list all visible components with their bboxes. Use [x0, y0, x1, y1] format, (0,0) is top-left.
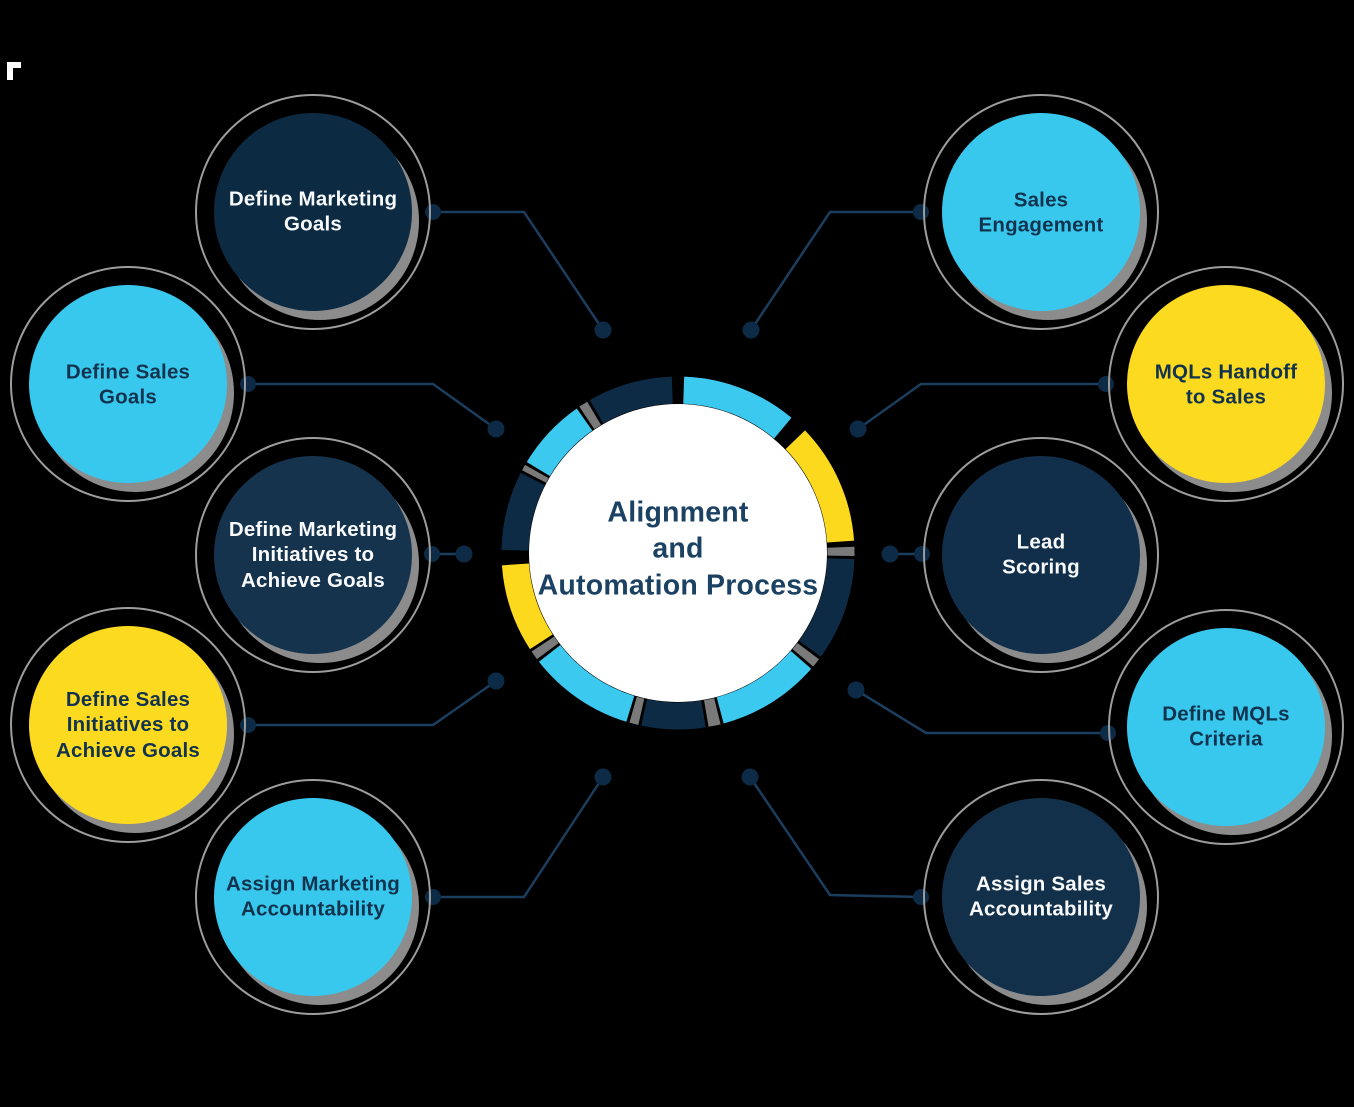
connector-end-dot — [742, 321, 760, 339]
connector-edge-dot — [1100, 725, 1116, 741]
ring-separator — [629, 696, 645, 725]
node-circle — [1127, 628, 1325, 826]
node-lead-scoring — [923, 437, 1159, 673]
connector-assign-sales-accountability — [741, 768, 929, 905]
connector-edge-dot — [240, 376, 256, 392]
ring-segment-8-navy — [501, 472, 545, 551]
node-circle — [214, 113, 412, 311]
node-outline-ring — [10, 266, 246, 502]
connector-end-dot — [487, 672, 505, 690]
connector-end-dot — [881, 545, 899, 563]
ring-segment-1-cyan — [682, 376, 792, 439]
connector-edge-dot — [424, 546, 440, 562]
ring-segment-9-cyan — [526, 408, 593, 477]
connector-end-dot — [594, 321, 612, 339]
node-label-define-marketing-initiatives: Define Marketing Initiatives to Achieve … — [228, 517, 398, 592]
node-define-marketing-goals — [195, 94, 431, 330]
node-outline-ring — [1108, 609, 1344, 845]
connector-define-sales-goals — [240, 376, 505, 438]
node-circle — [29, 626, 227, 824]
connector-line — [248, 679, 497, 727]
connector-line — [855, 688, 1108, 735]
connector-end-dot — [487, 420, 505, 438]
connector-edge-dot — [425, 204, 441, 220]
ring-segment-7-yellow — [501, 563, 553, 650]
connector-end-dot — [594, 768, 612, 786]
node-label-lead-scoring: Lead Scoring — [1002, 530, 1080, 579]
ring-separator — [579, 401, 602, 430]
connector-edge-dot — [425, 889, 441, 905]
node-circle — [214, 456, 412, 654]
node-circle — [942, 113, 1140, 311]
node-label-mqls-handoff-to-sales: MQLs Handoff to Sales — [1154, 360, 1298, 409]
node-outline-ring — [923, 437, 1159, 673]
connector-end-dot — [455, 545, 473, 563]
node-define-mqls-criteria — [1108, 609, 1344, 845]
ring-separator — [522, 464, 549, 483]
node-outline-ring — [923, 94, 1159, 330]
node-circle — [29, 285, 227, 483]
node-circle — [942, 798, 1140, 996]
node-circle — [942, 456, 1140, 654]
center-title: Alignment and Automation Process — [537, 496, 819, 602]
connector-line — [748, 776, 922, 899]
node-outline-ring — [195, 779, 431, 1015]
connector-lead-scoring — [881, 545, 930, 563]
connector-edge-dot — [913, 889, 929, 905]
ring-separator — [531, 636, 559, 660]
node-define-marketing-initiatives — [195, 437, 431, 673]
node-label-define-sales-goals: Define Sales Goals — [65, 360, 191, 409]
node-define-sales-initiatives — [10, 607, 246, 843]
ring-separator — [703, 698, 721, 727]
ring-segment-3-navy — [798, 557, 855, 657]
screenshot-artifact — [7, 62, 21, 80]
ring-segment-2-yellow — [785, 430, 855, 543]
ring-segment-5-navy — [641, 699, 706, 730]
node-outline-ring — [923, 779, 1159, 1015]
connector-edge-dot — [913, 204, 929, 220]
node-circle — [1127, 285, 1325, 483]
connector-edge-dot — [914, 546, 930, 562]
connector-define-mqls-criteria — [847, 681, 1116, 741]
connector-end-dot — [849, 420, 867, 438]
connector-end-dot — [741, 768, 759, 786]
connector-edge-dot — [240, 717, 256, 733]
connector-line — [248, 382, 497, 431]
node-assign-marketing-accountability — [195, 779, 431, 1015]
connector-line — [433, 776, 605, 899]
ring-separator — [792, 642, 820, 667]
node-label-assign-marketing-accountability: Assign Marketing Accountability — [225, 872, 401, 921]
node-outline-ring — [195, 94, 431, 330]
center-circle — [529, 404, 827, 702]
node-label-define-mqls-criteria: Define MQLs Criteria — [1162, 702, 1290, 751]
node-label-define-marketing-goals: Define Marketing Goals — [228, 187, 398, 236]
connector-end-dot — [847, 681, 865, 699]
node-label-assign-sales-accountability: Assign Sales Accountability — [968, 872, 1114, 921]
connector-define-marketing-goals — [425, 204, 612, 339]
connector-define-sales-initiatives — [240, 672, 505, 733]
node-assign-sales-accountability — [923, 779, 1159, 1015]
ring-segment-10-navy — [589, 376, 674, 424]
node-circle — [214, 798, 412, 996]
node-outline-ring — [1108, 266, 1344, 502]
node-label-define-sales-initiatives: Define Sales Initiatives to Achieve Goal… — [56, 687, 200, 762]
ring-segment-6-cyan — [538, 644, 635, 722]
connector-line — [749, 210, 921, 331]
connector-assign-marketing-accountability — [425, 768, 612, 905]
connector-line — [433, 210, 605, 331]
connector-line — [857, 382, 1106, 431]
ring-segment-4-cyan — [716, 650, 812, 724]
node-mqls-handoff-to-sales — [1108, 266, 1344, 502]
connector-edge-dot — [1098, 376, 1114, 392]
connector-define-marketing-initiatives — [424, 545, 473, 563]
node-outline-ring — [195, 437, 431, 673]
node-sales-engagement — [923, 94, 1159, 330]
node-label-sales-engagement: Sales Engagement — [978, 188, 1104, 237]
node-define-sales-goals — [10, 266, 246, 502]
center-hub — [501, 376, 855, 730]
node-outline-ring — [10, 607, 246, 843]
connector-mqls-handoff-to-sales — [849, 376, 1114, 438]
connector-sales-engagement — [742, 204, 929, 339]
